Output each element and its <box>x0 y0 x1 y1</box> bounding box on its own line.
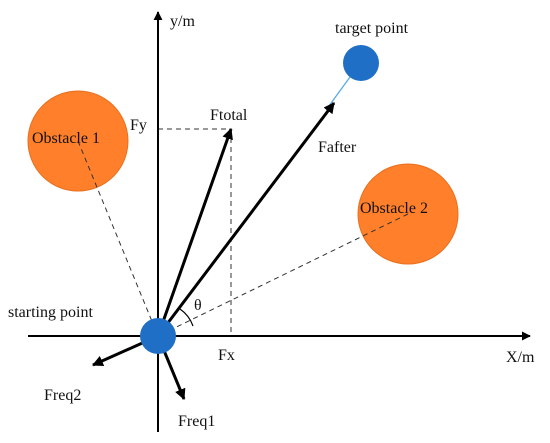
y-axis-label: y/m <box>170 13 195 30</box>
obstacle-2-label: Obstacle 2 <box>360 200 428 217</box>
ftotal-label: Ftotal <box>210 107 248 124</box>
ftotal-vector <box>156 127 233 337</box>
fx-label: Fx <box>218 347 235 364</box>
theta-label: θ <box>194 297 202 314</box>
obstacle-2-dashed-line <box>157 213 409 337</box>
fy-label: Fy <box>130 117 147 134</box>
freq2-label: Freq2 <box>44 387 81 404</box>
freq1-label: Freq1 <box>178 413 215 430</box>
target-point <box>343 45 379 81</box>
starting-point-label: starting point <box>8 304 93 321</box>
obstacle-1-dashed-line <box>77 140 159 337</box>
fafter-vector <box>156 102 336 337</box>
x-axis-label: X/m <box>506 349 535 366</box>
starting-point <box>140 318 176 354</box>
theta-arc <box>179 308 194 327</box>
obstacle-1-label: Obstacle 1 <box>32 130 100 147</box>
target-point-label: target point <box>335 20 409 37</box>
fafter-label: Fafter <box>318 139 357 156</box>
